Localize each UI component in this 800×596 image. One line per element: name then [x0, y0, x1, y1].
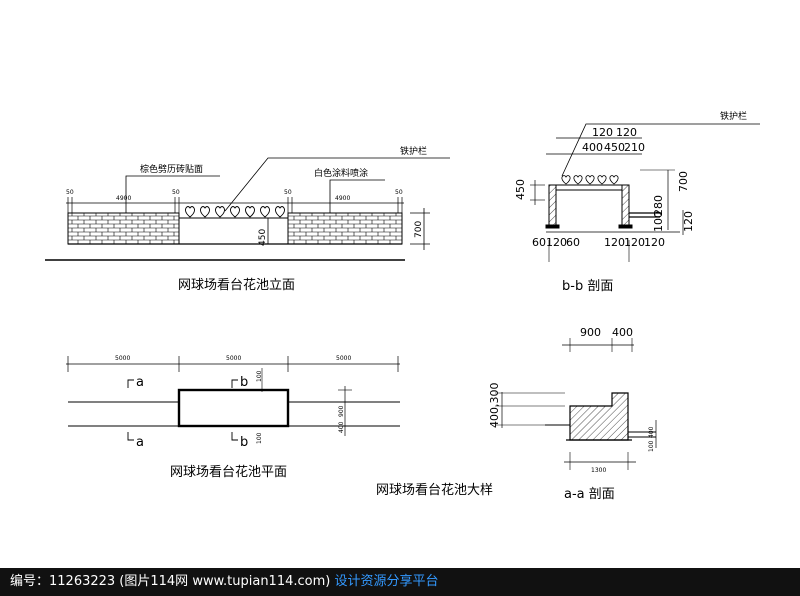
detail-dim-900: 900 — [580, 326, 601, 339]
post-right — [621, 184, 630, 226]
sec-dim-280: 280 — [652, 195, 665, 216]
section-label-iron-railing: 铁护栏 — [720, 110, 747, 122]
caption-section-bb: b-b 剖面 — [562, 279, 613, 294]
railing-hearts — [185, 206, 285, 218]
elev-dim-4900-a: 4900 — [116, 195, 131, 202]
leader-brick — [125, 175, 220, 213]
detail-dim-1300: 1300 — [591, 467, 606, 474]
leader-paint — [329, 179, 385, 213]
elev-dim-50-a: 50 — [66, 189, 74, 196]
cut-mark-a-bottom — [127, 432, 134, 441]
plan-dim-5000-b: 5000 — [226, 355, 241, 362]
plan-marker-a-top: a — [136, 375, 144, 390]
section-bb-view — [530, 123, 760, 262]
sec-dim-120-a: 120 — [592, 126, 613, 139]
caption-elevation: 网球场看台花池立面 — [178, 277, 295, 293]
sec-dim-120-b: 120 — [616, 126, 637, 139]
post-left — [548, 184, 557, 226]
plan-marker-a-bottom: a — [136, 435, 144, 450]
plan-dim-900: 900 — [338, 405, 345, 417]
planter-box — [177, 388, 290, 428]
plan-dim-100-top: 100 — [256, 370, 263, 382]
label-brick-facing: 棕色劈历砖贴面 — [140, 163, 203, 175]
sec-dim-700: 700 — [677, 171, 690, 192]
sec-dim-120-c: 120 — [546, 236, 567, 249]
caption-detail: 网球场看台花池大样 — [376, 482, 493, 498]
sec-dim-400: 400 — [582, 141, 603, 154]
brick-wall-left — [67, 212, 180, 245]
label-iron-railing: 铁护栏 — [400, 145, 427, 157]
brick-wall-right — [287, 212, 403, 245]
elev-dim-700: 700 — [414, 221, 424, 238]
plan-dim-5000-a: 5000 — [115, 355, 130, 362]
elev-dim-50-b: 50 — [172, 189, 180, 196]
leader-rail-section — [561, 123, 760, 177]
detail-aa-view — [495, 338, 657, 470]
elev-dim-450: 450 — [258, 229, 268, 246]
footer-slogan-link[interactable]: 设计资源分享平台 — [334, 574, 439, 589]
caption-plan: 网球场看台花池平面 — [170, 464, 287, 480]
detail-dim-400-top: 400 — [612, 326, 633, 339]
plan-dim-5000-c: 5000 — [336, 355, 351, 362]
sec-dim-60-b: 60 — [566, 236, 580, 249]
sec-dim-120-r: 120 — [682, 211, 695, 232]
sec-dim-450-left: 450 — [514, 179, 527, 200]
leader-rail — [224, 157, 450, 212]
plan-dim-400: 400 — [338, 421, 345, 433]
sec-dim-60-a: 60 — [532, 236, 546, 249]
caption-section-aa: a-a 剖面 — [564, 487, 615, 502]
plan-marker-b-top: b — [240, 375, 248, 390]
label-white-paint: 白色涂料喷涂 — [314, 167, 368, 179]
sec-dim-450: 450 — [604, 141, 625, 154]
detail-dim-100: 100 — [648, 440, 655, 452]
elev-dim-4900-b: 4900 — [335, 195, 350, 202]
planter-section-hatch — [569, 392, 629, 441]
sec-dim-100: 100 — [652, 211, 665, 232]
sec-dim-210: 210 — [624, 141, 645, 154]
elevation-view — [45, 157, 450, 261]
footer-id-text: 编号：11263223 (图片114网 www.tupian114.com) — [10, 574, 331, 589]
sec-dim-120-e: 120 — [624, 236, 645, 249]
cut-mark-b-bottom — [231, 432, 238, 441]
watermark-footer: 编号：11263223 (图片114网 www.tupian114.com) 设… — [0, 568, 800, 596]
elev-dim-50-d: 50 — [395, 189, 403, 196]
sec-dim-120-d: 120 — [604, 236, 625, 249]
elev-dim-50-c: 50 — [284, 189, 292, 196]
section-hearts — [561, 175, 619, 185]
cut-mark-b-top — [231, 379, 238, 388]
plan-marker-b-bottom: b — [240, 435, 248, 450]
sec-dim-120-f: 120 — [644, 236, 665, 249]
detail-dim-400-300: 400,300 — [488, 383, 501, 429]
cut-mark-a-top — [127, 379, 134, 388]
plan-dim-100-bottom: 100 — [256, 432, 263, 444]
plan-view — [66, 356, 400, 441]
cad-drawing: 50 4900 50 50 4900 50 棕色劈历砖贴面 铁护栏 白色涂料喷涂… — [45, 110, 760, 502]
detail-dim-400-right: 400 — [648, 426, 655, 438]
